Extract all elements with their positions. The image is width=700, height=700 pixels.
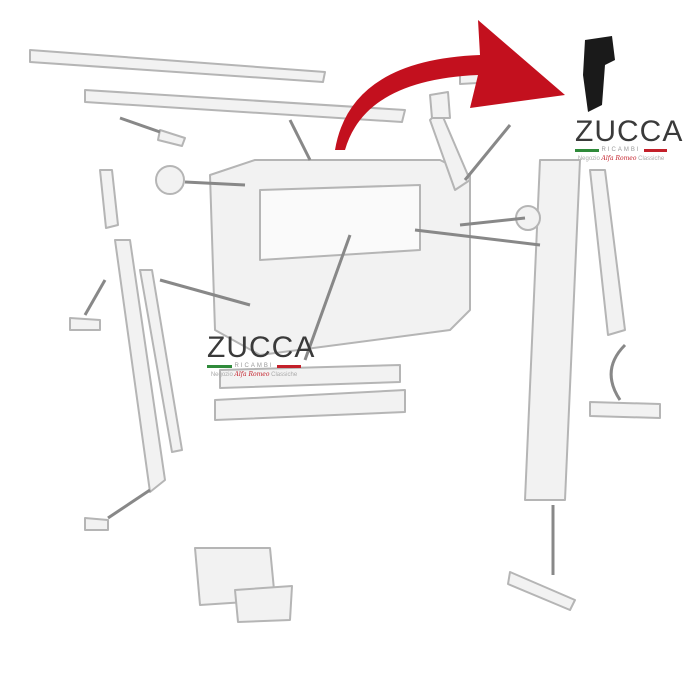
guide-clip (99, 169, 119, 229)
lower-trim-strip (214, 389, 406, 421)
logo-tagline: Negozio Alfa Romeo Classiche (575, 155, 667, 162)
screw-bottom (84, 517, 109, 531)
mount-plate (234, 585, 293, 623)
leader-lines (83, 116, 627, 575)
left-window-guide (114, 239, 166, 493)
door-window-opening (259, 184, 421, 261)
zucca-logo-top: ZUCCA RICAMBI Negozio Alfa Romeo Classic… (575, 115, 684, 162)
screw-right (589, 401, 661, 419)
corner-stop (429, 91, 451, 119)
logo-brand: ZUCCA (575, 115, 684, 148)
bolt-bottom (507, 571, 576, 611)
logo-sub: RICAMBI (601, 147, 641, 153)
left-rear-channel (139, 269, 183, 453)
screw-top (157, 129, 186, 147)
tag-left: Negozio (210, 372, 233, 378)
top-weatherstrip (29, 49, 326, 83)
highlighted-part (583, 36, 615, 112)
tag-alfa: Alfa Romeo (234, 371, 270, 378)
logo-sub: RICAMBI (234, 363, 274, 369)
tag-right: Classiche (638, 156, 665, 162)
lower-seal-strip (219, 364, 401, 389)
logo-flag-bar: RICAMBI (207, 363, 302, 369)
zucca-logo-center: ZUCCA RICAMBI Negozio Alfa Romeo Classic… (207, 331, 316, 378)
logo-brand: ZUCCA (207, 331, 316, 364)
tag-left: Negozio (577, 156, 600, 162)
right-rear-channel (589, 169, 626, 336)
logo-tagline: Negozio Alfa Romeo Classiche (207, 371, 301, 378)
grommet (155, 165, 185, 195)
window-channel-strip (84, 89, 406, 123)
tag-right: Classiche (271, 372, 298, 378)
highlight-arrow (335, 20, 565, 150)
tag-alfa: Alfa Romeo (601, 155, 637, 162)
screw-left (69, 317, 101, 331)
logo-flag-bar: RICAMBI (575, 147, 668, 153)
